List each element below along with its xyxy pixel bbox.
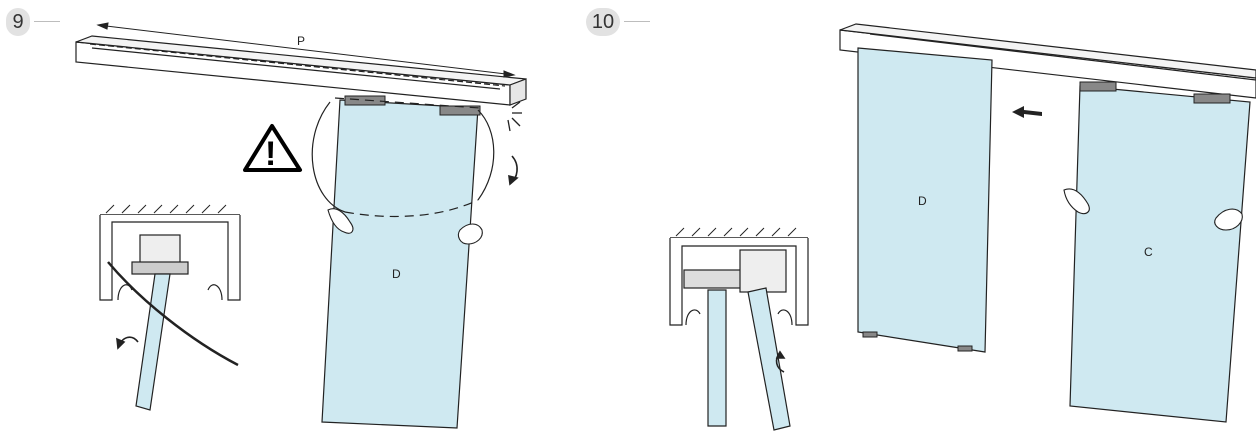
hand-left-icon	[1063, 188, 1090, 215]
rail-cross-section-detail	[99, 204, 241, 411]
dimension-arrow-p	[96, 22, 516, 78]
overhead-rail	[75, 35, 527, 106]
door-label-d: D	[918, 194, 927, 208]
rotation-arrow-small-icon	[116, 336, 139, 350]
step-10-panel: 10 D C	[580, 0, 1256, 432]
step-9-illustration: P D !	[75, 22, 527, 429]
floor-guide-right	[957, 345, 973, 352]
rotation-arrow-icon	[508, 155, 519, 186]
warning-mark: !	[265, 135, 276, 173]
door-panel-c	[1069, 85, 1251, 423]
door-label-d: D	[392, 267, 401, 281]
step-10-illustration: D C	[669, 23, 1256, 431]
step-9-badge: 9	[6, 8, 30, 36]
step-10-badge: 10	[586, 8, 620, 36]
rail-cross-section-detail	[669, 227, 809, 431]
click-burst-icon	[507, 101, 522, 132]
hand-left-icon	[327, 208, 354, 234]
warning-icon: !	[243, 124, 302, 173]
hand-right-icon	[457, 223, 483, 245]
floor-guide-left	[862, 331, 878, 338]
dimension-label-p: P	[297, 34, 305, 48]
step-9-panel: 9 P D	[6, 8, 527, 429]
door-panel-d	[857, 47, 993, 353]
slide-left-arrow-icon	[1012, 106, 1042, 118]
door-label-c: C	[1144, 245, 1153, 259]
hand-right-icon	[1214, 208, 1243, 231]
overhead-rail	[839, 23, 1256, 99]
rotation-arrow-small-icon	[775, 350, 786, 373]
carriage-left	[1079, 81, 1117, 92]
door-panel-d	[321, 99, 479, 429]
step-9-rule	[34, 21, 60, 22]
tilt-motion-outline	[311, 97, 495, 218]
carriage-right	[439, 105, 481, 116]
step-10-rule	[624, 21, 650, 22]
carriage-right	[1193, 93, 1231, 104]
